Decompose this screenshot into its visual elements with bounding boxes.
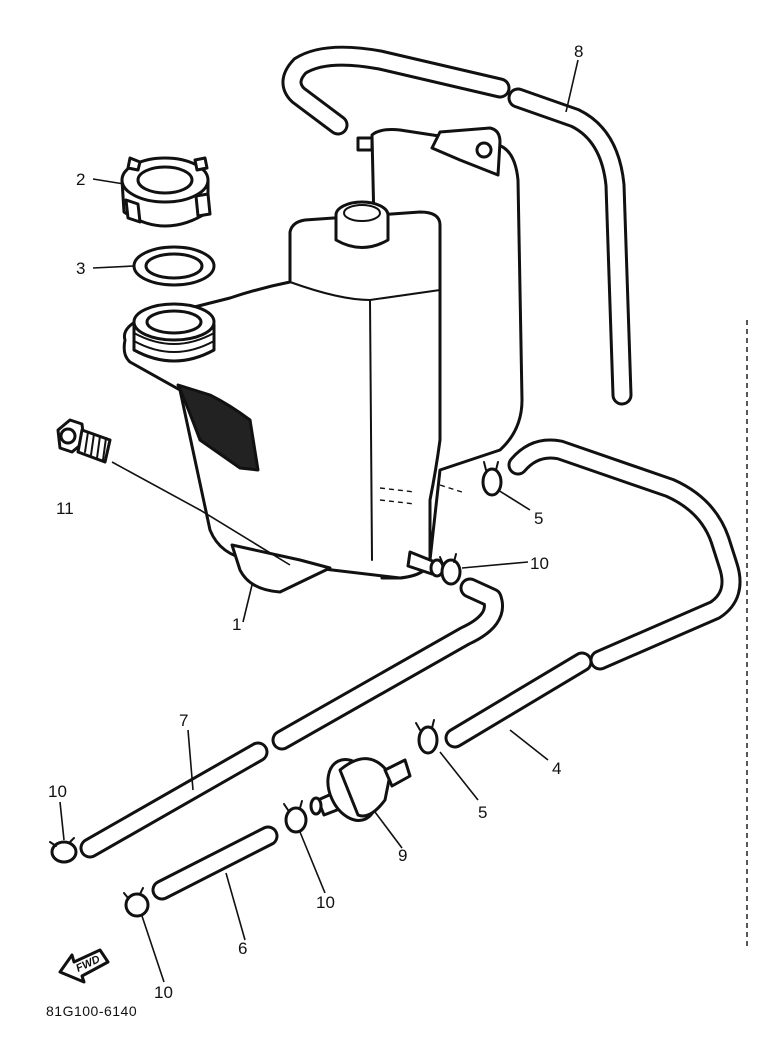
- hose-7[interactable]: [79, 577, 504, 859]
- hose-clip-5-lower[interactable]: [415, 719, 439, 755]
- callout-2: 2: [76, 170, 85, 189]
- callout-9: 9: [398, 846, 407, 865]
- hose-clip-10-bottom[interactable]: [123, 887, 150, 918]
- callout-7: 7: [179, 711, 188, 730]
- hose-clip-5-upper[interactable]: [481, 461, 503, 497]
- gasket[interactable]: [132, 245, 216, 287]
- callout-10-left: 10: [48, 782, 67, 801]
- callout-11: 11: [56, 499, 74, 518]
- diagram-part-code: 81G100-6140: [46, 1003, 137, 1019]
- callout-4: 4: [552, 759, 561, 778]
- hose-6[interactable]: [151, 825, 279, 901]
- radiator-cap[interactable]: [120, 156, 212, 228]
- callout-5-upper: 5: [534, 509, 543, 528]
- forward-arrow-icon: FWD: [58, 948, 110, 984]
- callout-1: 1: [232, 615, 241, 634]
- hose-clip-10-tank[interactable]: [439, 553, 462, 586]
- callout-10-tank: 10: [530, 554, 549, 573]
- hose-8[interactable]: [281, 45, 633, 406]
- callout-3: 3: [76, 259, 85, 278]
- hose-clip-10-left[interactable]: [49, 837, 78, 864]
- callout-8: 8: [574, 42, 583, 61]
- callout-6: 6: [238, 939, 247, 958]
- reservoir-tank[interactable]: [122, 126, 524, 594]
- leader-lines: [59, 59, 579, 983]
- callout-labels: 1 2 3 4 5 5 6 7 8 9 10 10 10 10 11: [48, 42, 583, 1002]
- callout-10-middle: 10: [316, 893, 335, 912]
- check-valve[interactable]: [309, 752, 412, 829]
- callout-10-bottom: 10: [154, 983, 173, 1002]
- hose-4[interactable]: [444, 438, 742, 749]
- hose-clip-10-middle[interactable]: [283, 800, 308, 834]
- callout-5-lower: 5: [478, 803, 487, 822]
- bolt[interactable]: [56, 418, 112, 464]
